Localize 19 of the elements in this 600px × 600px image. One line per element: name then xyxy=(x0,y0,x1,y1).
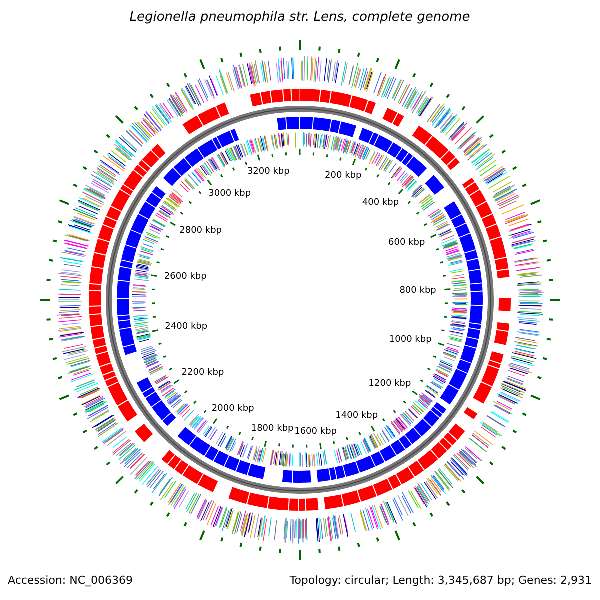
scale-label: 3200 kbp xyxy=(247,166,290,177)
scale-label: 800 kbp xyxy=(400,286,436,296)
genome-summary-label: Topology: circular; Length: 3,345,687 bp; Genes: 2,931 xyxy=(290,574,592,587)
scale-label: 400 kbp xyxy=(362,198,400,208)
scale-label: 2000 kbp xyxy=(212,404,254,414)
map-title: Legionella pneumophila str. Lens, complete genome xyxy=(128,10,472,25)
scale-label: 2600 kbp xyxy=(164,272,207,282)
scale-label: 1000 kbp xyxy=(389,335,432,346)
accession-label: Accession: NC_006369 xyxy=(8,574,134,587)
scale-label: 2400 kbp xyxy=(165,322,208,332)
scale-label: 1600 kbp xyxy=(294,426,338,437)
scale-label: 1800 kbp xyxy=(251,424,294,434)
scale-label: 600 kbp xyxy=(388,238,426,248)
scale-label: 1200 kbp xyxy=(368,378,412,389)
scale-label: 3000 kbp xyxy=(208,189,252,200)
scale-label: 1400 kbp xyxy=(336,410,378,421)
scale-label: 200 kbp xyxy=(325,171,362,182)
scale-label: 2200 kbp xyxy=(182,368,224,378)
scale-label: 2800 kbp xyxy=(180,226,222,236)
